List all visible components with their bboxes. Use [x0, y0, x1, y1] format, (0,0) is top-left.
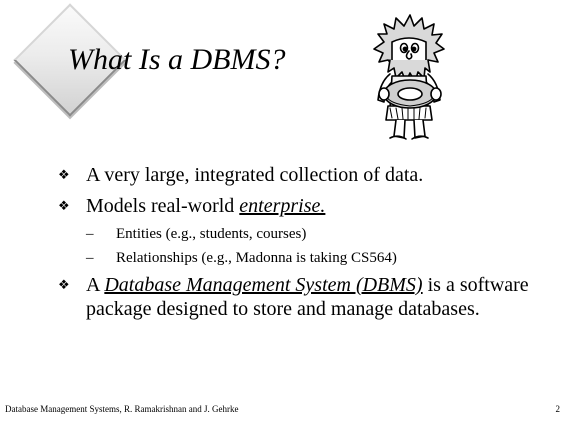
- bullet-item: ❖ A very large, integrated collection of…: [58, 163, 558, 187]
- bullet-text: Models real-world: [86, 195, 240, 217]
- page-number: 2: [555, 404, 561, 414]
- bullet-list: ❖ A very large, integrated collection of…: [58, 163, 558, 328]
- diamond-bullet-icon: ❖: [58, 277, 70, 292]
- dash-bullet-icon: –: [86, 226, 94, 242]
- slide-title: What Is a DBMS?: [68, 43, 286, 76]
- sub-bullet-item: – Relationships (e.g., Madonna is taking…: [58, 249, 558, 267]
- footer-credits: Database Management Systems, R. Ramakris…: [5, 404, 239, 414]
- caveman-holding-stone-wheel-icon: [373, 14, 445, 140]
- bullet-text: A very large, integrated collection of d…: [86, 164, 424, 186]
- diamond-bullet-icon: ❖: [58, 167, 70, 182]
- dash-bullet-icon: –: [86, 250, 94, 266]
- sub-bullet-item: – Entities (e.g., students, courses): [58, 225, 558, 243]
- diamond-bullet-icon: ❖: [58, 198, 70, 213]
- bullet-item: ❖ A Database Management System (DBMS) is…: [58, 273, 558, 321]
- bullet-text: A: [86, 274, 105, 296]
- sub-bullet-text: Relationships (e.g., Madonna is taking C…: [116, 250, 397, 266]
- bullet-emphasis: enterprise.: [239, 195, 326, 217]
- bullet-text-continued: is a software package designed to store …: [86, 274, 529, 320]
- bullet-emphasis: Database Management System (DBMS): [104, 274, 423, 296]
- sub-bullet-text: Entities (e.g., students, courses): [116, 226, 307, 242]
- bullet-item: ❖ Models real-world enterprise.: [58, 194, 558, 218]
